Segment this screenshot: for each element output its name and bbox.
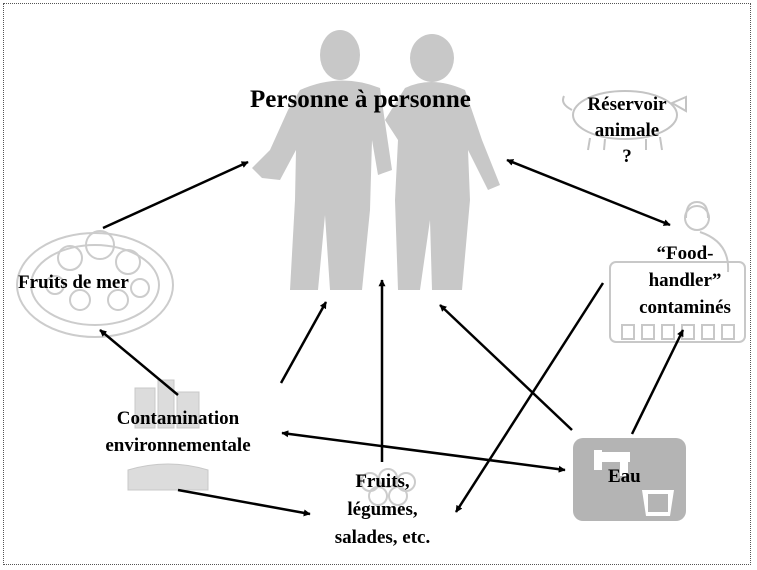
environment-label: Contamination environnementale xyxy=(78,405,278,459)
arrow-env-water xyxy=(281,430,566,473)
arrow-people-foodhandler xyxy=(506,158,671,227)
arrow-env-to-people xyxy=(279,301,328,384)
water-label: Eau xyxy=(608,466,641,487)
food-handler-line-2: handler” xyxy=(648,270,722,291)
arrow-foodhandler-to-produce xyxy=(454,282,605,513)
produce-line-3: salades, etc. xyxy=(334,527,431,548)
seafood-platter-icon xyxy=(16,230,174,338)
arrow-env-to-produce xyxy=(177,488,311,517)
reservoir-label: Réservoir animale ? xyxy=(567,92,687,170)
water-tap-icon xyxy=(573,438,686,521)
produce-label: Fruits, légumes, salades, etc. xyxy=(305,468,460,552)
arrows xyxy=(99,158,685,517)
environment-line-1: Contamination xyxy=(116,408,240,429)
people-silhouette-icon xyxy=(252,30,500,291)
diagram-frame xyxy=(3,3,751,565)
seafood-label: Fruits de mer xyxy=(18,272,129,293)
pig-icon xyxy=(562,90,687,151)
diagram-title: Personne à personne xyxy=(250,86,471,113)
reservoir-line-3: ? xyxy=(622,146,632,167)
food-handler-label: “Food- handler” contaminés xyxy=(620,240,750,321)
fruit-basket-icon xyxy=(360,468,416,506)
produce-line-2: légumes, xyxy=(347,499,418,520)
food-handler-line-3: contaminés xyxy=(639,297,731,318)
food-handler-line-1: “Food- xyxy=(656,243,714,264)
produce-line-1: Fruits, xyxy=(355,471,410,492)
arrow-water-to-people xyxy=(439,304,573,431)
city-icon xyxy=(127,379,209,491)
reservoir-line-2: animale xyxy=(594,120,660,141)
arrow-water-to-foodhandler xyxy=(630,329,685,435)
arrow-seafood-to-people xyxy=(102,160,249,230)
arrow-env-to-seafood xyxy=(99,329,179,396)
reservoir-line-1: Réservoir xyxy=(587,94,667,115)
environment-line-2: environnementale xyxy=(105,435,251,456)
